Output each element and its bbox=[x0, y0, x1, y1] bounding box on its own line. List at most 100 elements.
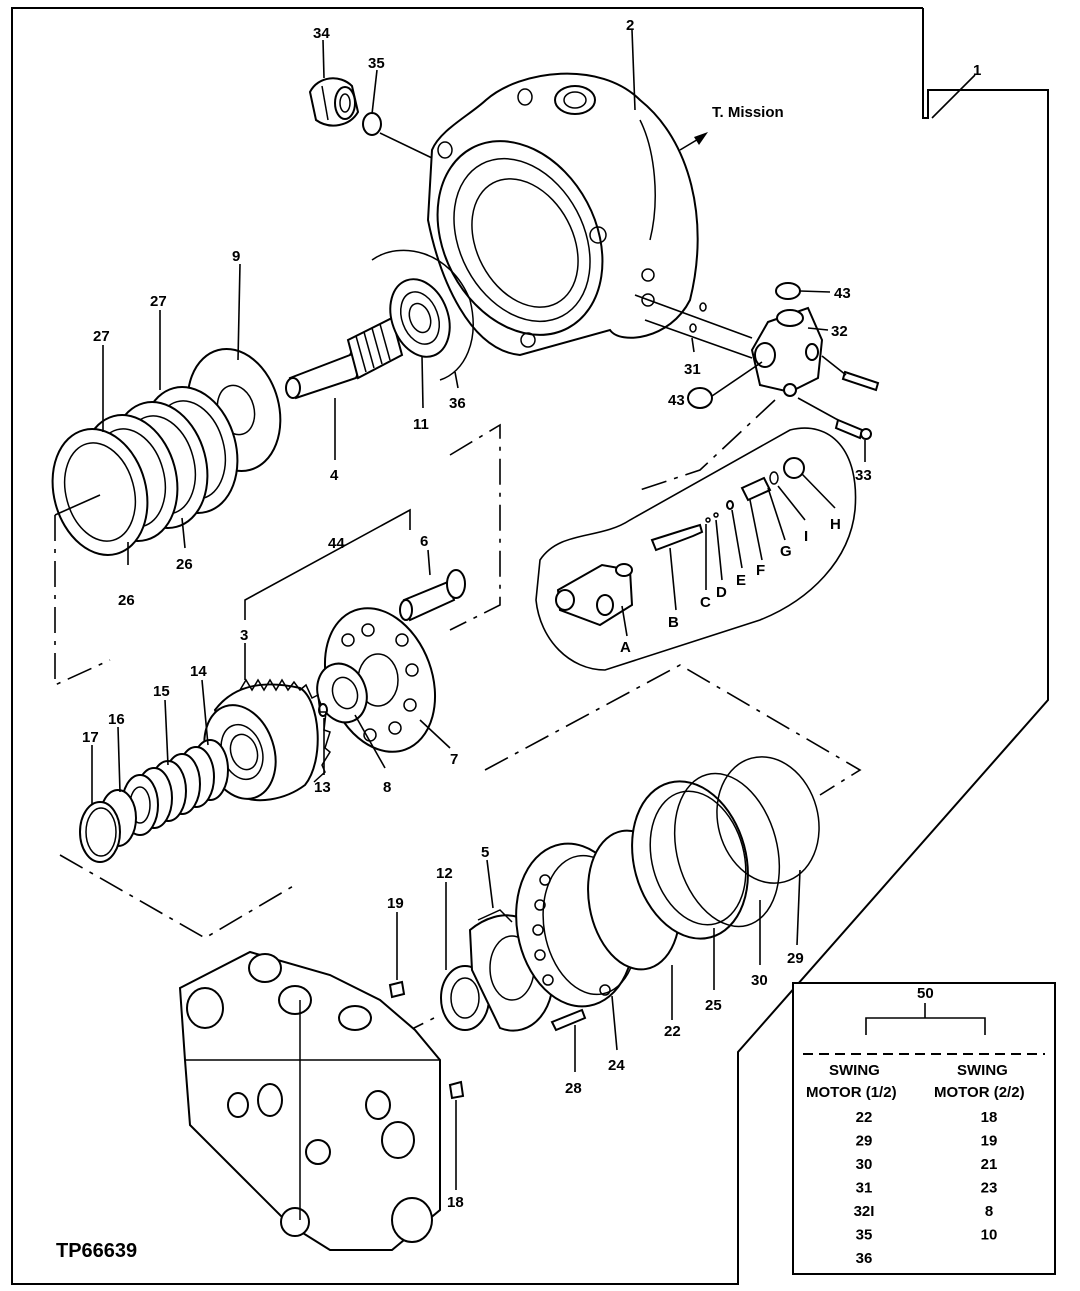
label-C: C bbox=[700, 594, 711, 611]
bolt-lower bbox=[834, 418, 864, 440]
o-ring-G bbox=[769, 471, 779, 485]
relief-valve-block-32 bbox=[750, 306, 824, 397]
label-17: 17 bbox=[82, 729, 99, 746]
label-35: 35 bbox=[368, 55, 385, 72]
left-item-4: 32I bbox=[854, 1203, 875, 1220]
o-ring-31-a bbox=[699, 302, 707, 312]
label-26-low: 26 bbox=[118, 592, 135, 609]
right-heading-line2: MOTOR (2/2) bbox=[934, 1084, 1025, 1101]
pin-28 bbox=[550, 1008, 587, 1032]
plug-34 bbox=[308, 77, 360, 127]
part-D bbox=[713, 512, 719, 518]
plug-43-top bbox=[775, 282, 801, 300]
label-5: 5 bbox=[481, 844, 489, 861]
label-13: 13 bbox=[314, 779, 331, 796]
label-2: 2 bbox=[626, 17, 634, 34]
label-43-left: 43 bbox=[668, 392, 685, 409]
label-8: 8 bbox=[383, 779, 391, 796]
o-ring-31-b bbox=[689, 323, 697, 333]
label-I: I bbox=[804, 528, 808, 545]
label-9: 9 bbox=[232, 248, 240, 265]
right-item-1: 19 bbox=[981, 1133, 998, 1150]
label-7: 7 bbox=[450, 751, 458, 768]
pin-19 bbox=[388, 980, 406, 999]
left-heading-line1: SWING bbox=[829, 1062, 880, 1079]
label-3: 3 bbox=[240, 627, 248, 644]
label-E: E bbox=[736, 572, 746, 589]
part-C bbox=[705, 517, 711, 523]
label-43-top: 43 bbox=[834, 285, 851, 302]
label-A: A bbox=[620, 639, 631, 656]
label-F: F bbox=[756, 562, 765, 579]
assembly-line-spring bbox=[59, 854, 296, 939]
left-item-list: 22 29 30 31 32I 35 36 bbox=[854, 1109, 875, 1267]
right-item-0: 18 bbox=[981, 1109, 998, 1126]
label-30: 30 bbox=[751, 972, 768, 989]
label-27-top: 27 bbox=[150, 293, 167, 310]
left-item-1: 29 bbox=[856, 1133, 873, 1150]
left-item-3: 31 bbox=[856, 1180, 873, 1197]
label-24: 24 bbox=[608, 1057, 625, 1074]
label-G: G bbox=[780, 543, 792, 560]
diagram-frame bbox=[11, 7, 1049, 1285]
assembly-line-cylinder bbox=[484, 664, 862, 796]
poppet-B bbox=[650, 523, 704, 552]
valve-housing bbox=[178, 950, 441, 1251]
label-33: 33 bbox=[855, 467, 872, 484]
label-22: 22 bbox=[664, 1023, 681, 1040]
plug-43-left bbox=[687, 387, 713, 409]
friction-plates bbox=[51, 386, 239, 556]
right-item-5: 10 bbox=[981, 1227, 998, 1244]
piston-25 bbox=[631, 780, 749, 940]
label-6: 6 bbox=[420, 533, 428, 550]
label-36: 36 bbox=[449, 395, 466, 412]
right-item-3: 23 bbox=[981, 1180, 998, 1197]
label-15: 15 bbox=[153, 683, 170, 700]
label-1: 1 bbox=[973, 62, 981, 79]
transmission-label: T. Mission bbox=[712, 104, 784, 121]
label-D: D bbox=[716, 584, 727, 601]
assembly-line-shaft bbox=[449, 423, 501, 631]
label-34: 34 bbox=[313, 25, 330, 42]
output-shaft bbox=[285, 316, 404, 400]
shim-36 bbox=[371, 249, 474, 381]
right-heading-line1: SWING bbox=[957, 1062, 1008, 1079]
right-item-2: 21 bbox=[981, 1156, 998, 1173]
assembly-line-plates bbox=[54, 515, 111, 687]
plug-H bbox=[783, 457, 805, 479]
pin-6 bbox=[399, 569, 466, 622]
spring-F bbox=[740, 476, 772, 502]
label-H: H bbox=[830, 516, 841, 533]
label-12: 12 bbox=[436, 865, 453, 882]
label-19: 19 bbox=[387, 895, 404, 912]
left-item-2: 30 bbox=[856, 1156, 873, 1173]
part-E bbox=[726, 500, 734, 510]
bearing-11 bbox=[389, 278, 451, 358]
label-28: 28 bbox=[565, 1080, 582, 1097]
spring-14-15 bbox=[121, 739, 229, 836]
left-item-5: 35 bbox=[856, 1227, 873, 1244]
o-ring-35 bbox=[362, 112, 382, 136]
left-item-6: 36 bbox=[856, 1250, 873, 1267]
motor-housing bbox=[426, 72, 699, 357]
label-25: 25 bbox=[705, 997, 722, 1014]
left-heading-line2: MOTOR (1/2) bbox=[806, 1084, 897, 1101]
valve-body-A bbox=[555, 563, 634, 627]
o-ring-29 bbox=[716, 756, 820, 884]
label-31: 31 bbox=[684, 361, 701, 378]
bolt-upper bbox=[841, 370, 880, 392]
label-B: B bbox=[668, 614, 679, 631]
figure-code: TP66639 bbox=[56, 1240, 137, 1262]
label-27-left: 27 bbox=[93, 328, 110, 345]
pin-13 bbox=[318, 703, 328, 717]
label-26-mid: 26 bbox=[176, 556, 193, 573]
left-item-0: 22 bbox=[856, 1109, 873, 1126]
label-14: 14 bbox=[190, 663, 207, 680]
detail-callout-outline bbox=[535, 427, 857, 671]
leader-lines bbox=[54, 29, 976, 1190]
label-32: 32 bbox=[831, 323, 848, 340]
snap-ring-17 bbox=[79, 801, 121, 863]
pin-18 bbox=[448, 1080, 465, 1100]
right-item-4: 8 bbox=[985, 1203, 993, 1220]
